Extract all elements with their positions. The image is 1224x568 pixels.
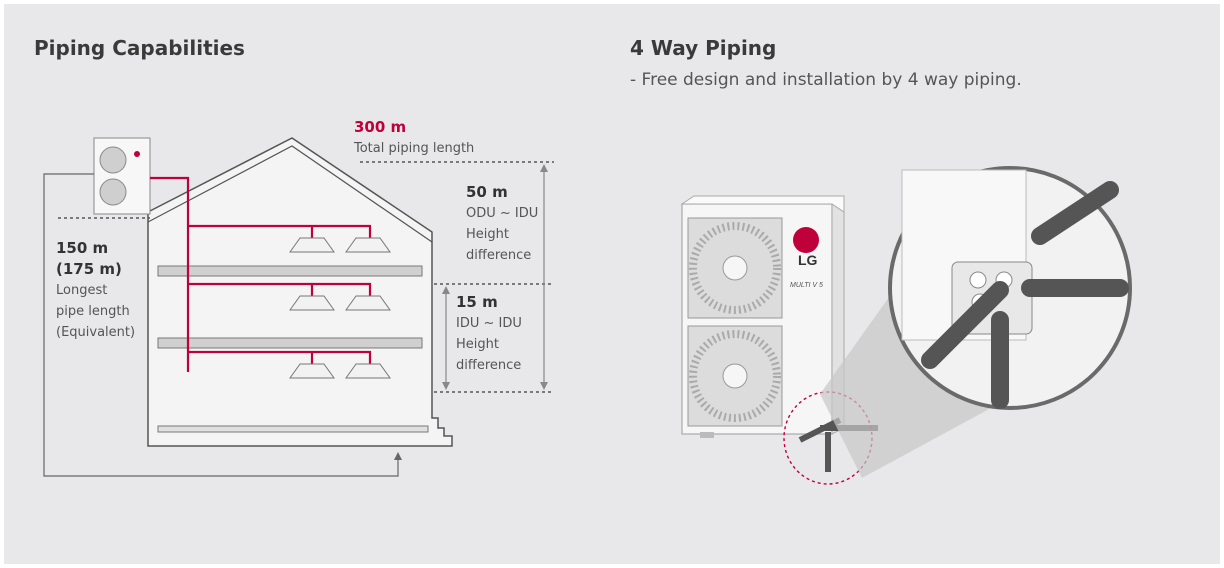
idu-idu-line2: Height xyxy=(456,337,499,352)
longest-pipe-label: 150 m (175 m) Longest pipe length (Equiv… xyxy=(56,238,135,343)
total-length-value: 300 m xyxy=(354,118,407,136)
left-title: Piping Capabilities xyxy=(34,36,245,60)
right-description: - Free design and installation by 4 way … xyxy=(630,70,1022,90)
outdoor-unit-small xyxy=(93,137,151,215)
lg-logo-text: LG xyxy=(798,252,818,268)
idu-idu-height-value: 15 m xyxy=(456,293,498,311)
longest-pipe-value: 150 m xyxy=(56,239,109,257)
idu-idu-height-label: 15 m IDU ~ IDU Height difference xyxy=(456,292,522,376)
idu-idu-line1: IDU ~ IDU xyxy=(456,316,522,331)
odu-idu-height-label: 50 m ODU ~ IDU Height difference xyxy=(466,182,538,266)
longest-line2: pipe length xyxy=(56,304,130,319)
refrigerant-piping xyxy=(150,176,372,372)
longest-pipe-equivalent-value: (175 m) xyxy=(56,260,122,278)
floor-slab-2 xyxy=(157,337,423,349)
total-length-caption: Total piping length xyxy=(354,141,475,156)
house-outline xyxy=(147,137,453,447)
house-floor xyxy=(157,425,429,433)
roof-line xyxy=(147,145,433,243)
longest-pipe-guide xyxy=(43,173,399,477)
detail-contents xyxy=(901,169,1129,409)
right-title: 4 Way Piping xyxy=(630,36,777,60)
longest-line1: Longest xyxy=(56,283,108,298)
floor-slab-1 xyxy=(157,265,423,277)
idu-idu-line3: difference xyxy=(456,358,522,373)
indoor-units xyxy=(289,237,391,379)
odu-idu-height-value: 50 m xyxy=(466,183,508,201)
odu-idu-line3: difference xyxy=(466,248,532,263)
height-arrows xyxy=(445,166,545,388)
outdoor-unit-large xyxy=(680,195,845,438)
total-length-label: 300 m Total piping length xyxy=(354,117,474,159)
odu-idu-line1: ODU ~ IDU xyxy=(466,206,539,221)
odu-idu-line2: Height xyxy=(466,227,509,242)
measurement-lines xyxy=(360,161,554,393)
model-text: MULTI V 5 xyxy=(790,282,823,289)
longest-line3: (Equivalent) xyxy=(56,325,136,340)
